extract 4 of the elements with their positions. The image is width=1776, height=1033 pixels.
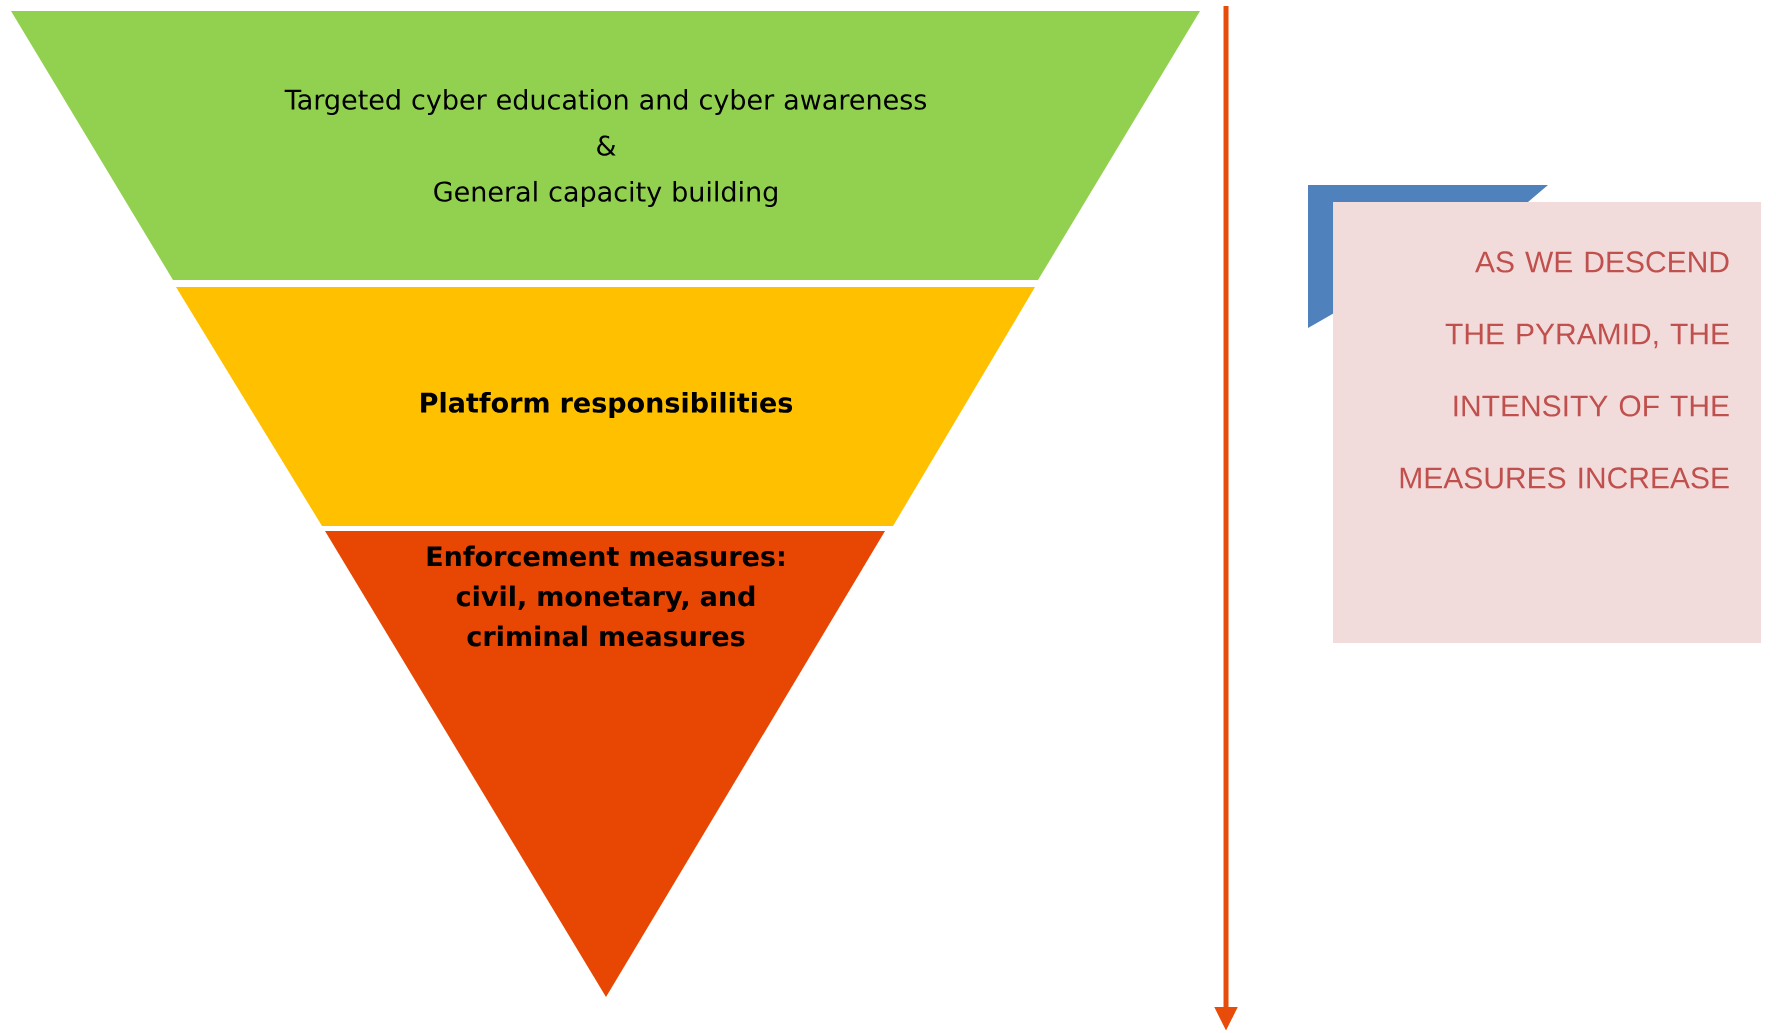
pyramid-band: Enforcement measures: civil, monetary, and criminal measures	[325, 531, 885, 997]
pyramid-band: Targeted cyber education and cyber awareness & General capacity building	[11, 11, 1200, 280]
pyramid-band: Platform responsibilities	[176, 287, 1035, 526]
callout-box: AS WE DESCEND THE PYRAMID, THE INTENSITY OF THE MEASURES INCREASE	[1308, 185, 1762, 643]
